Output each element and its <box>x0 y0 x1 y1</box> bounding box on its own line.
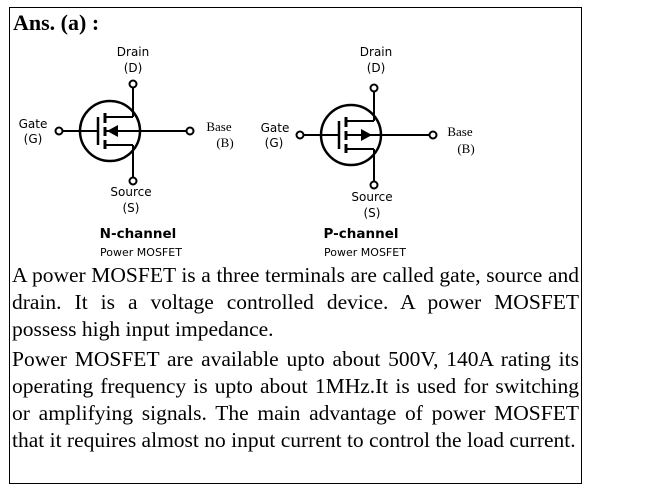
p-drain-symbol: (D) <box>367 61 386 75</box>
n-channel-title: N-channel <box>100 226 177 242</box>
p-base-symbol: (B) <box>457 141 474 156</box>
p-channel-arrow <box>361 129 372 141</box>
n-channel-subtitle: Power MOSFET <box>100 246 182 259</box>
n-gate-symbol: (G) <box>24 132 43 146</box>
n-source-label: Source <box>110 185 151 199</box>
n-channel-symbol <box>54 79 195 186</box>
n-drain-label: Drain <box>117 45 149 59</box>
p-channel-subtitle: Power MOSFET <box>324 246 406 259</box>
p-drain-label: Drain <box>360 45 392 59</box>
p-gate-label: Gate <box>261 121 290 135</box>
p-channel-symbol <box>295 83 438 190</box>
n-base-symbol: (B) <box>216 135 233 150</box>
n-channel-arrow <box>107 125 118 137</box>
n-base-label: Base <box>206 119 232 134</box>
p-channel-title: P-channel <box>324 226 399 242</box>
p-base-label: Base <box>447 124 473 139</box>
n-gate-label: Gate <box>19 117 48 131</box>
n-source-symbol: (S) <box>123 201 140 215</box>
p-gate-symbol: (G) <box>265 136 284 150</box>
answer-box <box>9 7 582 484</box>
paragraph-definition: A power MOSFET is a three terminals are … <box>12 263 579 341</box>
answer-heading: Ans. (a) : <box>13 10 100 35</box>
n-drain-symbol: (D) <box>124 61 143 75</box>
p-source-label: Source <box>351 190 392 204</box>
p-source-symbol: (S) <box>364 206 381 220</box>
paragraph-ratings: Power MOSFET are available upto about 50… <box>12 347 579 452</box>
